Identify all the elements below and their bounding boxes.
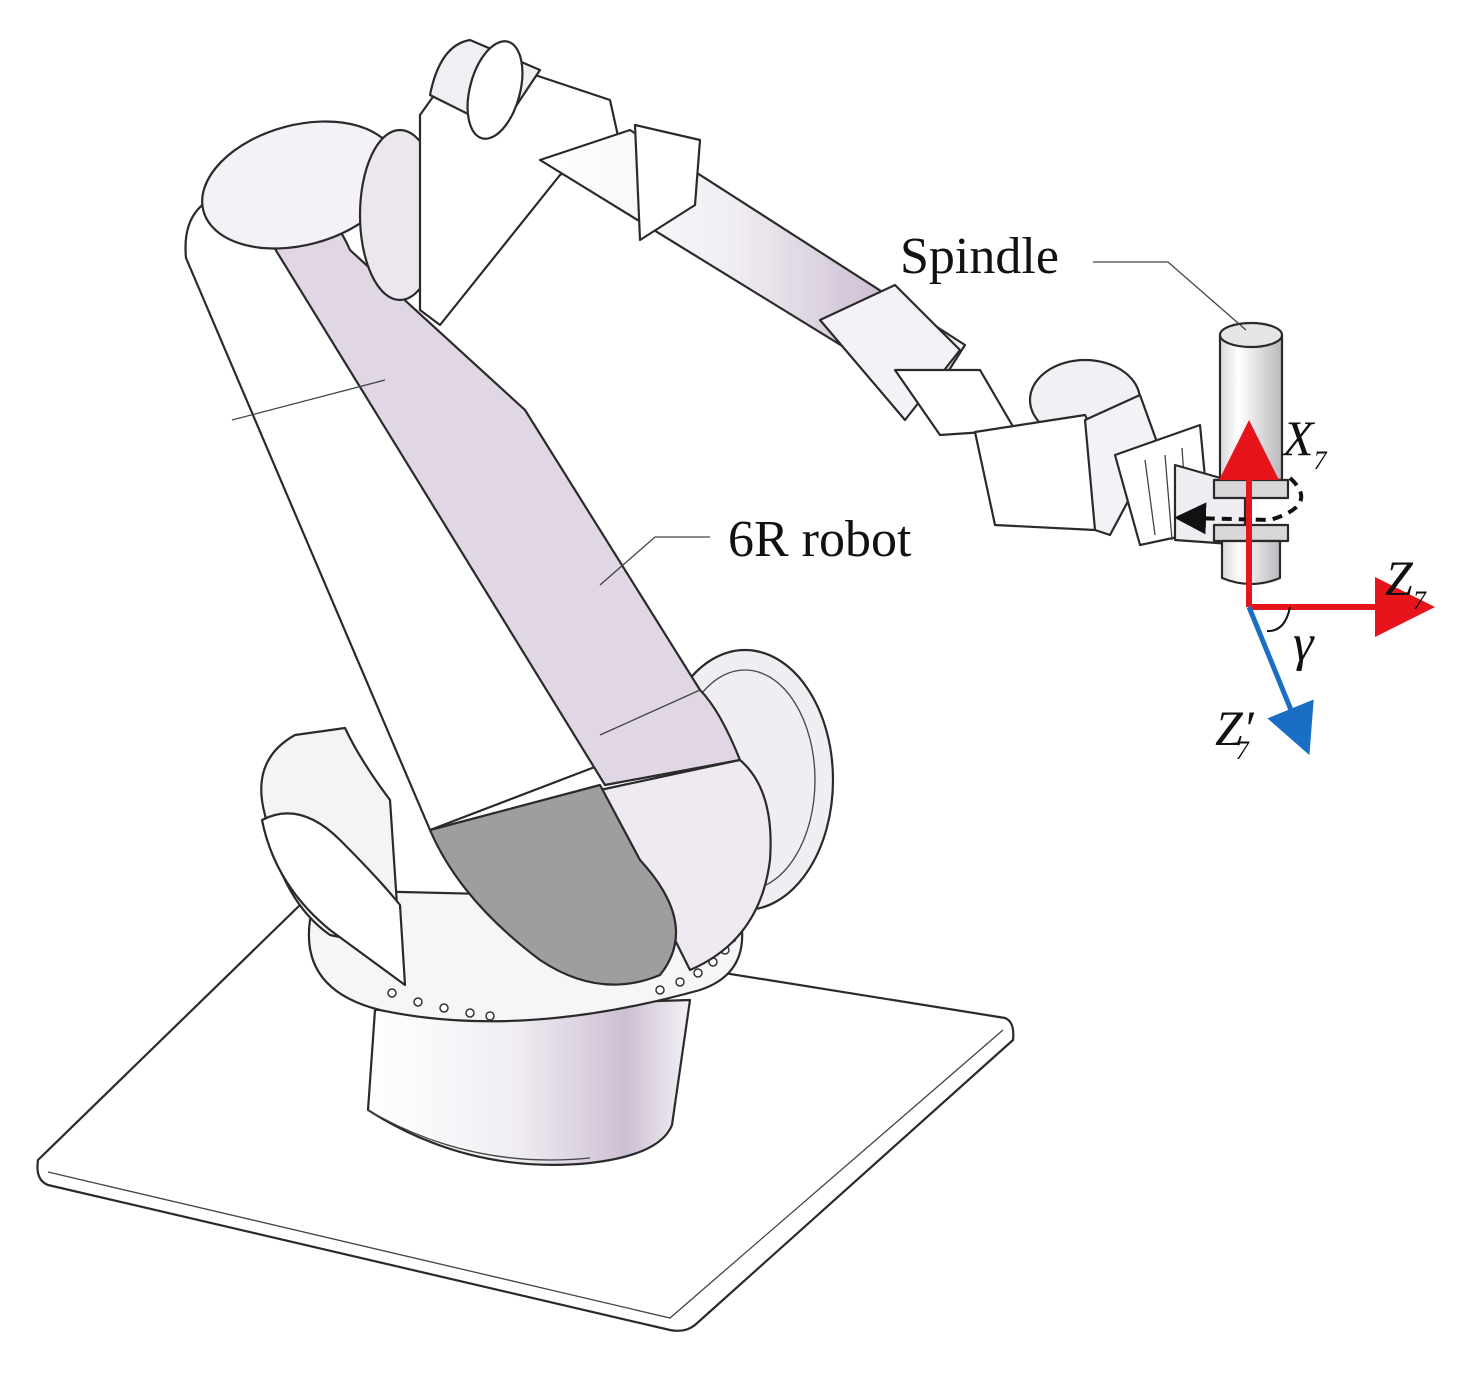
z7-label: Z7 bbox=[1385, 550, 1427, 615]
x7-label: X7 bbox=[1281, 410, 1328, 475]
coordinate-frame bbox=[1219, 420, 1435, 756]
rotation-arrow bbox=[1174, 476, 1304, 535]
leader-lines bbox=[599, 261, 1247, 586]
gamma-angle-arc bbox=[1266, 606, 1291, 633]
gamma-label: γ bbox=[1293, 615, 1315, 672]
upper-arm bbox=[418, 38, 1017, 437]
lower-arm bbox=[184, 188, 772, 986]
wrist bbox=[973, 358, 1247, 547]
z7-prime-label: Z′7 bbox=[1215, 700, 1255, 765]
z7-prime-axis-arrow bbox=[1246, 606, 1314, 756]
spindle-label: Spindle bbox=[900, 228, 1059, 285]
robot-label: 6R robot bbox=[728, 511, 912, 568]
